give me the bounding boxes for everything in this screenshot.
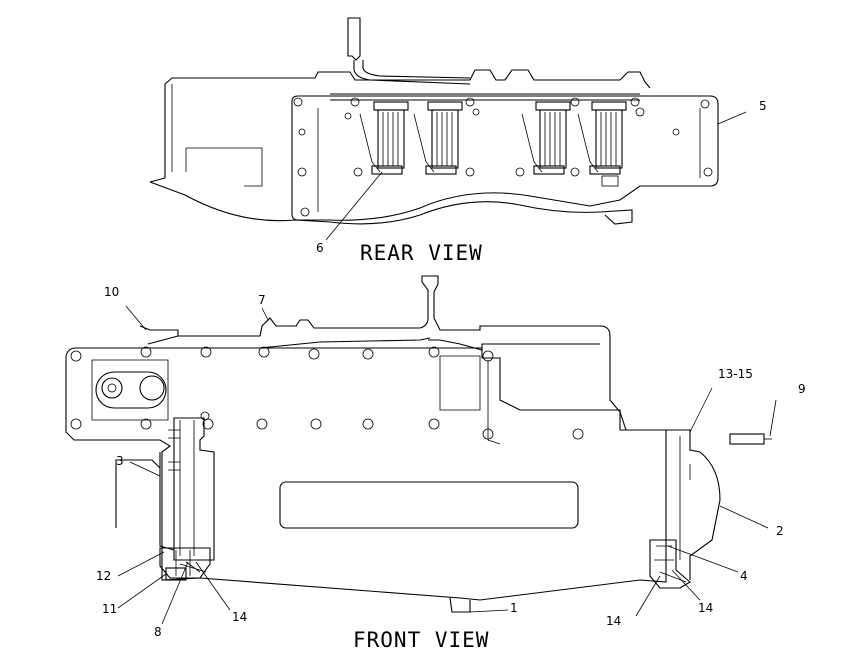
leader-10 xyxy=(125,305,147,331)
rear-injector-1 xyxy=(359,101,409,175)
connector-9 xyxy=(729,399,777,445)
front-bottom-fitting xyxy=(449,597,471,613)
callout-14-mid: 14 xyxy=(606,614,622,628)
rear-housing-inner-detail xyxy=(171,84,263,187)
callout-3: 3 xyxy=(116,454,124,468)
front-left-fitting xyxy=(95,371,167,409)
leader-14-right xyxy=(671,569,701,601)
leader-1 xyxy=(469,609,509,613)
rear-housing-bottom-edge xyxy=(149,181,633,225)
leader-2 xyxy=(719,505,769,529)
front-plate-upper-right-detail xyxy=(439,355,501,445)
callout-14-right: 14 xyxy=(698,601,714,615)
front-right-bracket xyxy=(649,429,721,589)
callout-6: 6 xyxy=(316,241,324,255)
rear-injector-2 xyxy=(413,101,463,175)
rear-injector-4 xyxy=(577,101,627,187)
front-harness-line xyxy=(147,335,431,349)
front-bottom-left-fittings xyxy=(159,547,211,581)
callout-5: 5 xyxy=(759,99,767,113)
rear-plate-inner-lines xyxy=(317,108,701,212)
rear-harness-rail xyxy=(330,93,640,101)
front-plate-bolts xyxy=(70,346,584,440)
rear-fuel-line xyxy=(353,60,471,85)
front-manifold-plate xyxy=(65,347,667,601)
leader-11 xyxy=(117,573,167,609)
rear-fuel-line-outer xyxy=(362,60,471,79)
callout-9: 9 xyxy=(798,382,806,396)
leader-5 xyxy=(717,111,747,125)
leader-6 xyxy=(325,171,383,241)
callout-11: 11 xyxy=(102,602,118,616)
leader-7 xyxy=(261,307,269,321)
leader-3 xyxy=(129,461,161,477)
rear-housing-top-edge xyxy=(149,69,651,183)
leader-14-left xyxy=(195,561,231,611)
leader-4 xyxy=(667,545,739,573)
rear-injector-3 xyxy=(521,101,571,175)
callout-12: 12 xyxy=(96,569,112,583)
rear-plate-bolts xyxy=(293,97,713,217)
callout-7: 7 xyxy=(258,293,266,307)
callout-14-left: 14 xyxy=(232,610,248,624)
front-view-title: FRONT VIEW xyxy=(353,628,490,652)
front-slot xyxy=(279,481,579,529)
front-view-drawing xyxy=(65,275,777,625)
rear-fuel-fitting xyxy=(347,17,361,61)
callout-8: 8 xyxy=(154,625,162,639)
front-left-component xyxy=(115,411,215,561)
leader-14-mid xyxy=(635,575,661,617)
rear-view-title: REAR VIEW xyxy=(360,241,483,265)
leader-13-15 xyxy=(689,387,713,433)
callout-1: 1 xyxy=(510,601,518,615)
leader-8 xyxy=(161,561,189,625)
front-harness-line-2 xyxy=(428,339,600,351)
leader-12 xyxy=(117,551,165,577)
callout-13-15: 13-15 xyxy=(718,367,753,381)
callout-2: 2 xyxy=(776,524,784,538)
callout-4: 4 xyxy=(740,569,748,583)
front-plate-left-pocket xyxy=(91,359,169,421)
rear-view-drawing xyxy=(149,17,747,241)
rear-manifold-plate xyxy=(291,95,719,221)
front-top-rail xyxy=(139,275,666,431)
callout-10: 10 xyxy=(104,285,120,299)
